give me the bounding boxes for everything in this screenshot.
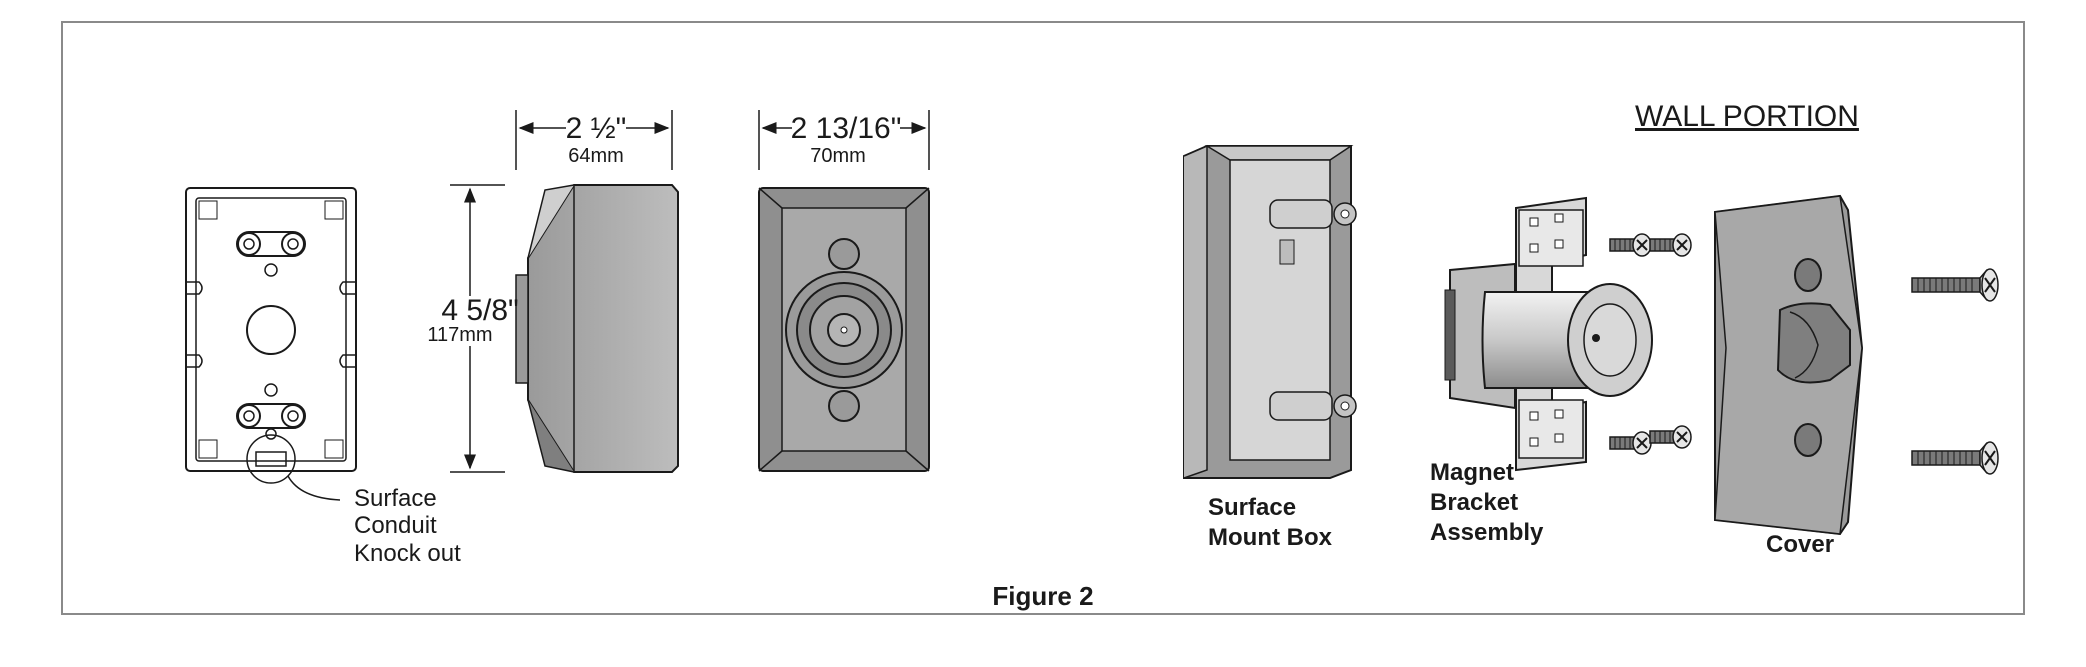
knockout-callout-circle xyxy=(246,434,296,484)
height-mm-label: 117mm xyxy=(427,324,492,346)
width-mm-label: 64mm xyxy=(568,145,624,167)
width-inches-label: 2 ½" xyxy=(566,112,627,145)
face-dimension xyxy=(758,110,930,170)
surface-mount-box-label-line1: Surface xyxy=(1208,494,1296,521)
screw-icon xyxy=(1649,233,1692,257)
knockout-label-line1: Surface xyxy=(354,485,437,512)
figure-caption: Figure 2 xyxy=(992,581,1093,611)
magnet-label-line1: Magnet xyxy=(1430,459,1514,486)
magnet-label-line2: Bracket xyxy=(1430,489,1518,516)
cover-plate xyxy=(1714,194,1864,536)
surface-mount-box xyxy=(1183,144,1357,479)
magnet-label-line3: Assembly xyxy=(1430,519,1544,546)
box-back-view xyxy=(185,187,357,501)
width-dimension xyxy=(515,110,673,170)
cover-label: Cover xyxy=(1766,531,1834,558)
magnet-bracket-assembly xyxy=(1444,196,1653,472)
face-inches-label: 2 13/16" xyxy=(791,112,902,145)
screw-icon xyxy=(1609,233,1652,257)
knockout-label-line2: Conduit xyxy=(354,512,437,539)
wall-portion-title: WALL PORTION xyxy=(1635,100,1859,133)
height-dimension xyxy=(450,184,505,473)
long-screw-icon xyxy=(1911,268,1999,302)
surface-mount-box-label-line2: Mount Box xyxy=(1208,524,1333,551)
screw-icon xyxy=(1609,431,1652,455)
face-mm-label: 70mm xyxy=(810,145,866,167)
height-inches-label: 4 5/8" xyxy=(441,294,518,327)
knockout-label-line3: Knock out xyxy=(354,540,461,567)
box-front-view xyxy=(758,187,930,472)
long-screw-icon xyxy=(1911,441,1999,475)
figure-frame xyxy=(61,21,2025,615)
screw-icon xyxy=(1649,425,1692,449)
box-side-view xyxy=(515,184,679,473)
